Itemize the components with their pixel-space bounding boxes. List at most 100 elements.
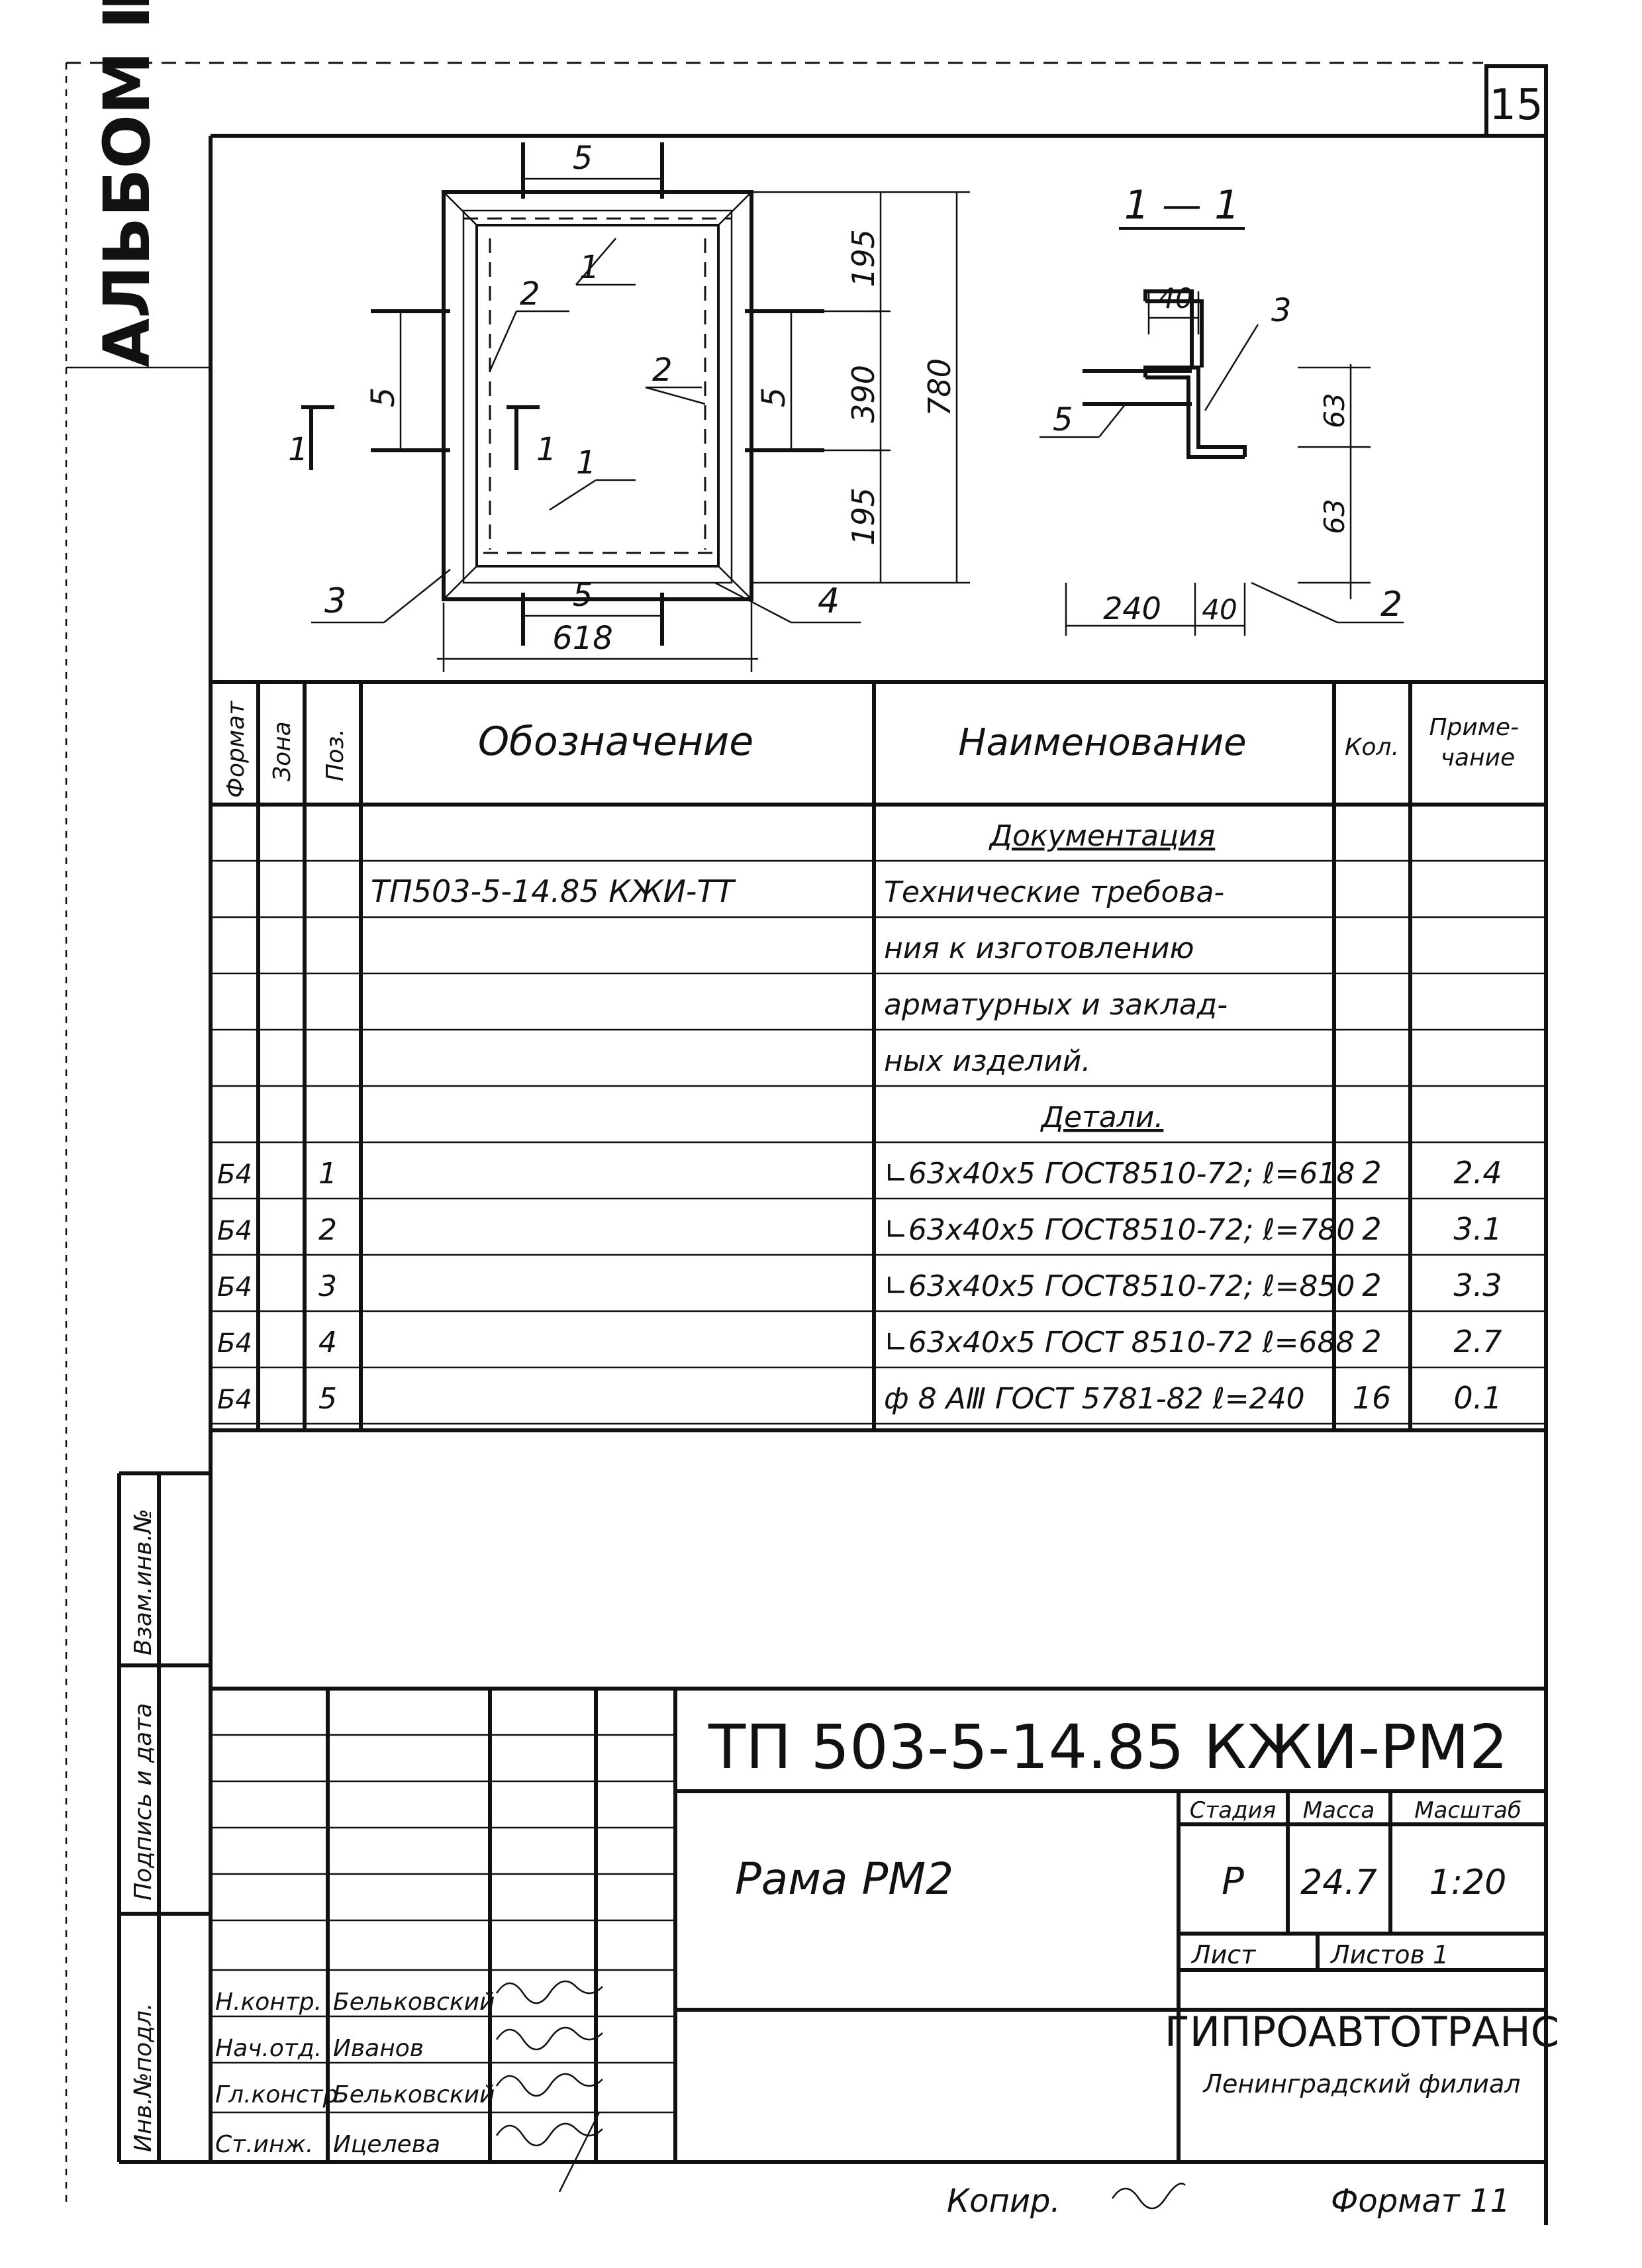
spec-cell-qty: 2 [1362, 1211, 1381, 1247]
spec-cell-format: Б4 [217, 1272, 252, 1303]
spec-cell-name: Детали. [1040, 1101, 1164, 1134]
sheets-label: Листов 1 [1329, 1940, 1449, 1969]
section-dim-63-bottom: 63 [1318, 499, 1351, 534]
frame-front-view [301, 142, 970, 672]
spec-cell-note: 2.4 [1453, 1155, 1502, 1191]
spec-cell-note: 3.3 [1453, 1267, 1502, 1303]
spec-cell-qty: 2 [1362, 1324, 1381, 1359]
drawing-name: Рама РМ2 [735, 1853, 953, 1904]
spec-cell-qty: 16 [1353, 1380, 1392, 1416]
drawing-code: ТП 503-5-14.85 КЖИ-РМ2 [708, 1712, 1508, 1783]
signatures [495, 1980, 603, 2193]
spec-cell-pos: 4 [318, 1326, 337, 1359]
spec-cell-name: ния к изготовлению [884, 932, 1194, 965]
stage-label: Стадия [1190, 1797, 1276, 1824]
cut-mark-center: 1 [536, 431, 557, 468]
dim-h-bottom: 195 [845, 487, 881, 546]
spec-cell-name: Документация [989, 819, 1216, 853]
spec-cell-note: 3.1 [1453, 1211, 1502, 1247]
person-role: Гл.констр. [215, 2081, 346, 2108]
person-name: Бельковский [333, 1989, 495, 2016]
spec-cell-name: ∟63x40x5 ГОСТ 8510-72 ℓ=688 [884, 1326, 1355, 1359]
spec-cell-format: Б4 [217, 1328, 252, 1359]
spec-cell-pos: 1 [318, 1157, 337, 1191]
section-callout-2: 2 [1380, 585, 1402, 624]
spec-header-name: Наименование [958, 721, 1246, 764]
spec-cell-format: Б4 [217, 1159, 252, 1190]
organization-name: ГИПРОАВТОТРАНС [1165, 2008, 1559, 2056]
dim-h-mid: 390 [845, 365, 881, 423]
responsible-persons: Н.контр.БельковскийНач.отд.ИвановГл.конс… [215, 1989, 495, 2158]
section-dim-240: 240 [1103, 591, 1161, 626]
spec-cell-designation: ТП503-5-14.85 КЖИ-ТТ [371, 873, 737, 909]
scale-label: Масштаб [1414, 1797, 1521, 1824]
callout-pos2-right: 2 [652, 352, 673, 389]
dim-top-spacing: 5 [573, 140, 593, 177]
stamp-vzam: Взам.инв.№ [130, 1508, 157, 1655]
spec-header-format: Формат [222, 701, 250, 798]
cut-mark-left: 1 [288, 431, 309, 468]
copier-initials [1111, 2183, 1186, 2210]
stage-value: Р [1222, 1860, 1244, 1903]
stamp-podpis: Подпись и дата [130, 1703, 157, 1900]
person-role: Н.контр. [215, 1989, 322, 2016]
copied-label: Копир. [947, 2183, 1061, 2220]
spec-cell-name: арматурных и заклад- [884, 988, 1228, 1022]
mass-label: Масса [1303, 1797, 1375, 1824]
spec-cell-pos: 3 [318, 1269, 337, 1303]
scale-value: 1:20 [1429, 1863, 1507, 1902]
spec-cell-note: 2.7 [1453, 1324, 1502, 1359]
section-dim-40-top: 40 [1157, 282, 1192, 315]
spec-cell-qty: 2 [1362, 1155, 1381, 1191]
sheet-frame [65, 62, 1548, 2225]
spec-header-note: Приме- чание [1429, 714, 1526, 771]
section-dim-40-bottom: 40 [1202, 593, 1237, 626]
organization-branch: Ленинградский филиал [1202, 2069, 1520, 2098]
sheet-label: Лист [1190, 1940, 1257, 1969]
section-view [1039, 227, 1404, 636]
dim-width: 618 [552, 620, 613, 657]
spec-cell-format: Б4 [217, 1385, 252, 1415]
spec-header-pos: Поз. [322, 728, 349, 781]
album-title: АЛЬБОМ Ⅱ [90, 0, 164, 368]
sheet-number: 15 [1489, 81, 1543, 130]
dim-h-total: 780 [922, 358, 957, 417]
spec-header-qty: Кол. [1345, 734, 1399, 761]
format-label: Формат 11 [1331, 2183, 1510, 2220]
stamp-inv: Инв.№подл. [130, 2003, 157, 2152]
callout-pos1-top: 1 [579, 249, 600, 286]
spec-cell-name: ∟63x40x5 ГОСТ8510-72; ℓ=618 [884, 1157, 1355, 1191]
section-callout-3: 3 [1271, 292, 1292, 329]
spec-cell-name: Технические требова- [884, 875, 1224, 909]
spec-table-grid [211, 680, 1546, 1432]
spec-cell-name: ф 8 АⅢ ГОСТ 5781-82 ℓ=240 [884, 1382, 1305, 1416]
spec-cell-qty: 2 [1362, 1267, 1381, 1303]
album-label: АЛЬБОМ Ⅱ [66, 0, 211, 369]
section-dim-63-top: 63 [1318, 393, 1351, 428]
section-title: 1 — 1 [1124, 182, 1240, 228]
spec-cell-pos: 2 [318, 1213, 337, 1247]
callout-pos3: 3 [324, 581, 346, 621]
spec-cell-note: 0.1 [1453, 1380, 1502, 1416]
callout-pos2-left: 2 [520, 275, 540, 313]
callout-pos4: 4 [818, 581, 840, 621]
title-block-grid [211, 1687, 1546, 2162]
spec-cell-name: ных изделий. [884, 1044, 1090, 1078]
side-stamp [117, 1471, 211, 2164]
dim-right-spacing: 5 [755, 387, 793, 408]
person-name: Бельковский [333, 2081, 495, 2108]
person-role: Нач.отд. [215, 2035, 322, 2062]
spec-header-designation: Обозначение [478, 718, 753, 765]
callout-pos1-bottom: 1 [576, 444, 597, 481]
spec-cell-name: ∟63x40x5 ГОСТ8510-72; ℓ=850 [884, 1269, 1355, 1303]
person-role: Ст.инж. [215, 2131, 313, 2158]
spec-cell-pos: 5 [318, 1382, 337, 1416]
dim-left-spacing: 5 [365, 387, 402, 408]
spec-header-zone: Зона [269, 721, 296, 781]
section-callout-5: 5 [1053, 401, 1073, 438]
spec-cell-name: ∟63x40x5 ГОСТ8510-72; ℓ=780 [884, 1213, 1355, 1247]
dim-bottom-spacing: 5 [573, 577, 593, 614]
dim-h-top: 195 [845, 229, 881, 287]
